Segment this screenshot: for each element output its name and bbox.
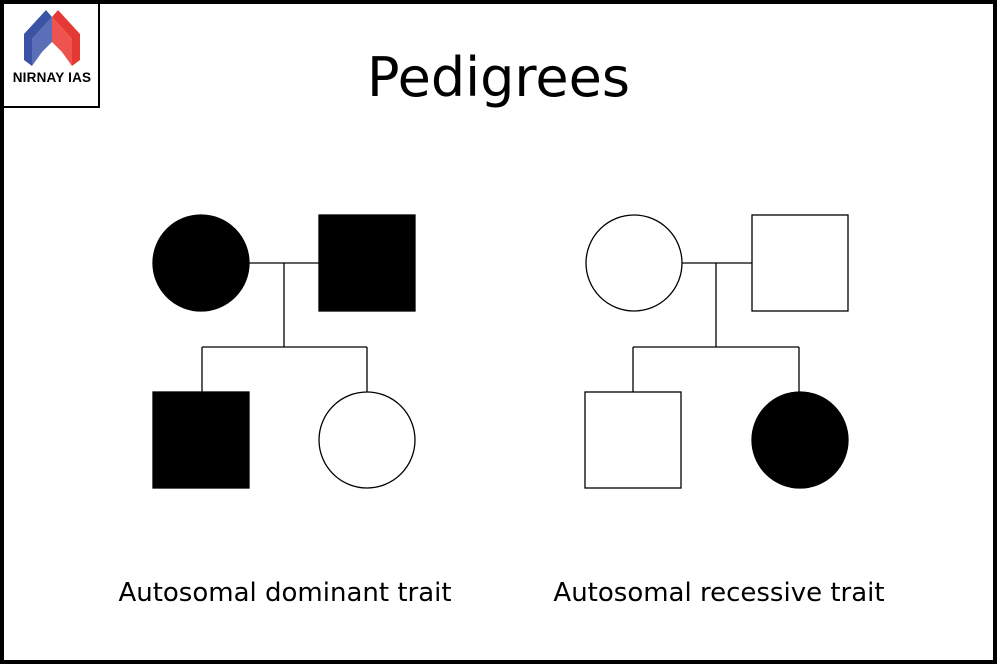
pedigree-diagram bbox=[152, 214, 849, 489]
female-symbol-affected bbox=[751, 391, 849, 489]
caption-dominant: Autosomal dominant trait bbox=[118, 578, 452, 608]
page-title: Pedigrees bbox=[366, 46, 630, 109]
pedigree-recessive bbox=[584, 214, 849, 489]
female-symbol-unaffected bbox=[585, 214, 683, 312]
male-symbol-affected bbox=[318, 214, 416, 312]
female-symbol-unaffected bbox=[318, 391, 416, 489]
male-symbol-affected bbox=[152, 391, 250, 489]
caption-recessive: Autosomal recessive trait bbox=[553, 578, 885, 608]
logo: NIRNAY IAS bbox=[4, 4, 100, 108]
pedigree-dominant bbox=[152, 214, 416, 489]
male-symbol-unaffected bbox=[751, 214, 849, 312]
female-symbol-affected bbox=[152, 214, 250, 312]
male-symbol-unaffected bbox=[584, 391, 682, 489]
logo-text: NIRNAY IAS bbox=[12, 70, 92, 85]
logo-mark-icon bbox=[24, 10, 80, 66]
